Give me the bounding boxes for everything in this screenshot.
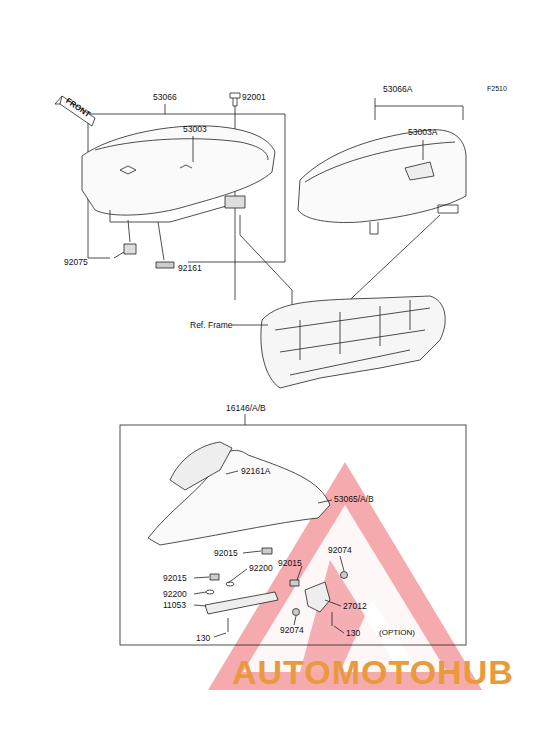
callout-number: 11053 — [163, 601, 186, 610]
callout-number: 92074 — [280, 626, 304, 635]
callout-number: 16146/A/B — [226, 404, 266, 413]
callout-number: 92075 — [64, 258, 88, 267]
callout-number: 92200 — [249, 564, 273, 573]
callout-number: 92074 — [328, 546, 352, 555]
callout-number: 92001 — [242, 93, 266, 102]
callout-number: F2510 — [487, 85, 507, 92]
callout-number: 92015 — [214, 549, 238, 558]
callout-number: 92015 — [278, 559, 302, 568]
callout-number: 27012 — [343, 602, 367, 611]
callout-number: 53066A — [383, 85, 412, 94]
callout-number: 53066 — [153, 93, 177, 102]
callout-number: (OPTION) — [379, 629, 415, 637]
callout-number: 53003 — [183, 125, 207, 134]
callout-number: 53065/A/B — [334, 495, 374, 504]
callout-number: 92015 — [163, 574, 187, 583]
watermark: AUTOMOTOHUB — [232, 655, 514, 689]
callout-number: 92161 — [178, 264, 202, 273]
callout-number: 130 — [346, 629, 360, 638]
callout-number: 92161A — [241, 467, 270, 476]
callout-number: 53003A — [408, 128, 437, 137]
callout-number: Ref. Frame — [190, 321, 233, 330]
callout-number: 130 — [196, 634, 210, 643]
callout-number: 92200 — [163, 590, 187, 599]
